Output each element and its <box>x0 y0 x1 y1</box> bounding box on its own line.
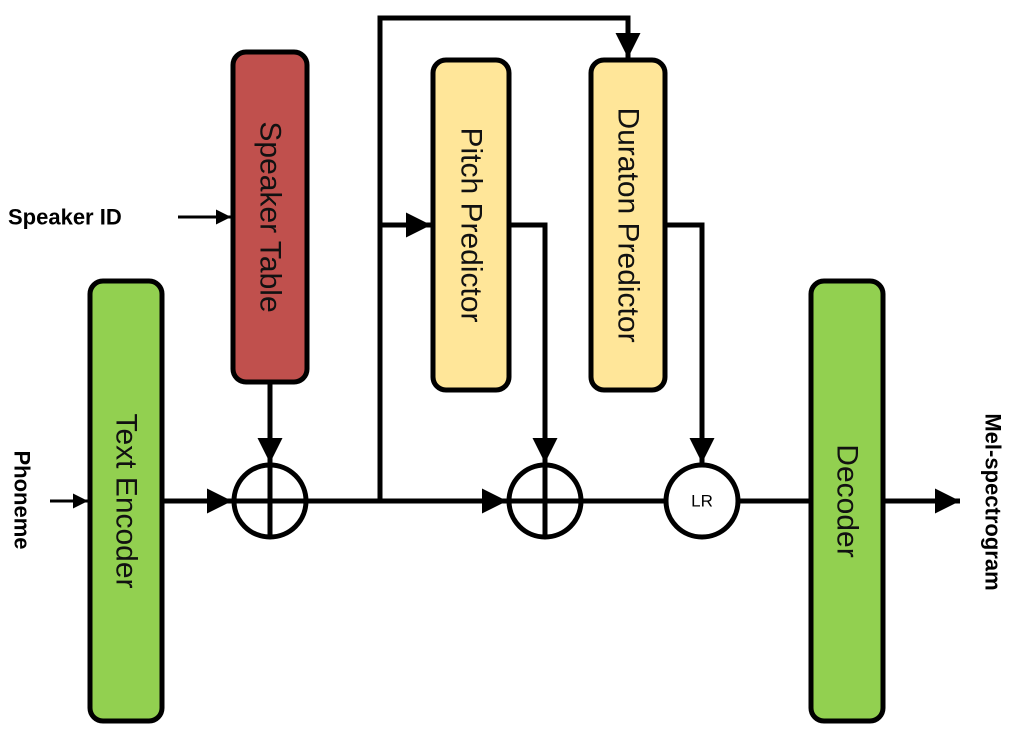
pitch-add-operator <box>506 462 584 540</box>
branch-to-duration-arrow <box>377 15 641 501</box>
duration-predictor-block: Duraton Predictor <box>588 57 668 393</box>
speaker-add-operator <box>231 462 309 540</box>
text-encoder-block: Text Encoder <box>87 278 165 724</box>
connections <box>50 15 960 514</box>
duration-predictor-label: Duraton Predictor <box>612 107 645 342</box>
pitch-predictor-label: Pitch Predictor <box>455 127 488 322</box>
speaker-table-block: Speaker Table <box>230 49 310 385</box>
pitch-predictor-block: Pitch Predictor <box>430 57 512 393</box>
mel-spectrogram-label: Mel-spectrogram <box>981 413 1006 590</box>
speaker-id-label: Speaker ID <box>8 205 122 230</box>
length-regulator-label: LR <box>691 492 713 511</box>
pitch-to-add-arrow <box>509 222 558 463</box>
decoder-label: Decoder <box>831 444 864 557</box>
speaker-table-label: Speaker Table <box>254 121 287 312</box>
duration-to-lr-arrow <box>665 222 715 463</box>
decoder-block: Decoder <box>808 278 886 724</box>
phoneme-label: Phoneme <box>10 450 35 549</box>
length-regulator-operator: LR <box>663 462 741 540</box>
text-encoder-label: Text Encoder <box>110 413 143 588</box>
